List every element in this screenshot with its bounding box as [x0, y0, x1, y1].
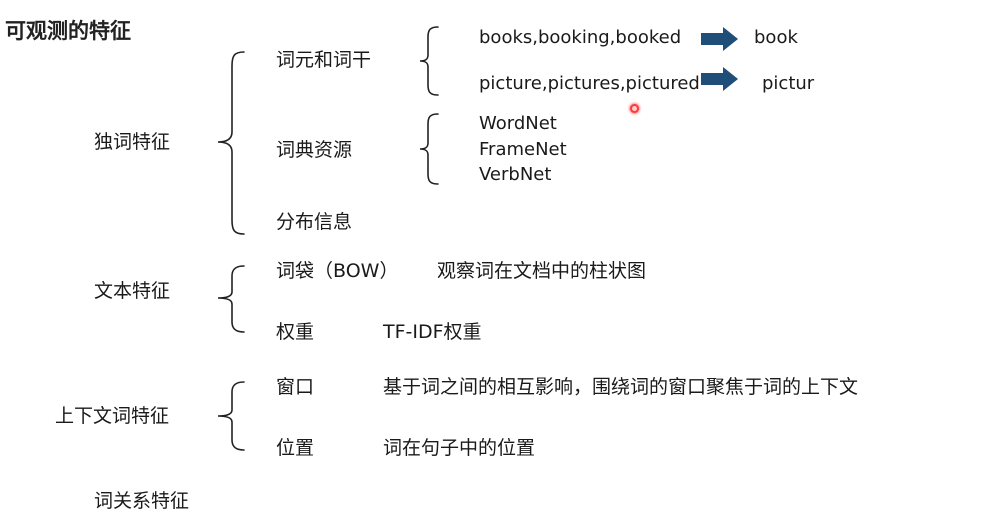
weight-description: TF-IDF权重 — [383, 321, 482, 343]
sub-lemma: 词元和词干 — [276, 49, 372, 71]
category-single-word: 独词特征 — [94, 131, 171, 153]
brace-lexicon — [419, 113, 439, 185]
lexicon-item-wordnet: WordNet — [479, 113, 557, 134]
sub-weight: 权重 — [276, 321, 315, 343]
sub-window: 窗口 — [276, 376, 315, 398]
example-root-pictur: pictur — [762, 73, 815, 94]
brace-text — [217, 265, 245, 333]
brace-lemma — [419, 26, 439, 96]
bow-description: 观察词在文档中的柱状图 — [437, 260, 647, 282]
lexicon-item-verbnet: VerbNet — [479, 164, 552, 185]
category-relation: 词关系特征 — [94, 490, 190, 512]
window-description: 基于词之间的相互影响，围绕词的窗口聚焦于词的上下文 — [383, 376, 859, 398]
sub-lexicon: 词典资源 — [276, 139, 353, 161]
right-arrow-icon — [701, 67, 738, 91]
category-text: 文本特征 — [94, 280, 171, 302]
lexicon-item-framenet: FrameNet — [479, 139, 567, 160]
brace-single-word — [217, 51, 245, 235]
brace-context — [217, 381, 245, 451]
laser-pointer-icon — [630, 104, 639, 113]
position-description: 词在句子中的位置 — [383, 437, 536, 459]
category-context: 上下文词特征 — [55, 405, 170, 427]
sub-position: 位置 — [276, 437, 315, 459]
example-root-book: book — [754, 27, 798, 48]
example-forms-book: books,booking,booked — [479, 27, 682, 48]
page-title: 可观测的特征 — [5, 19, 131, 43]
right-arrow-icon — [701, 27, 738, 51]
sub-distribution: 分布信息 — [276, 211, 353, 233]
sub-bow: 词袋（BOW） — [276, 260, 399, 282]
example-forms-picture: picture,pictures,pictured — [479, 73, 700, 94]
